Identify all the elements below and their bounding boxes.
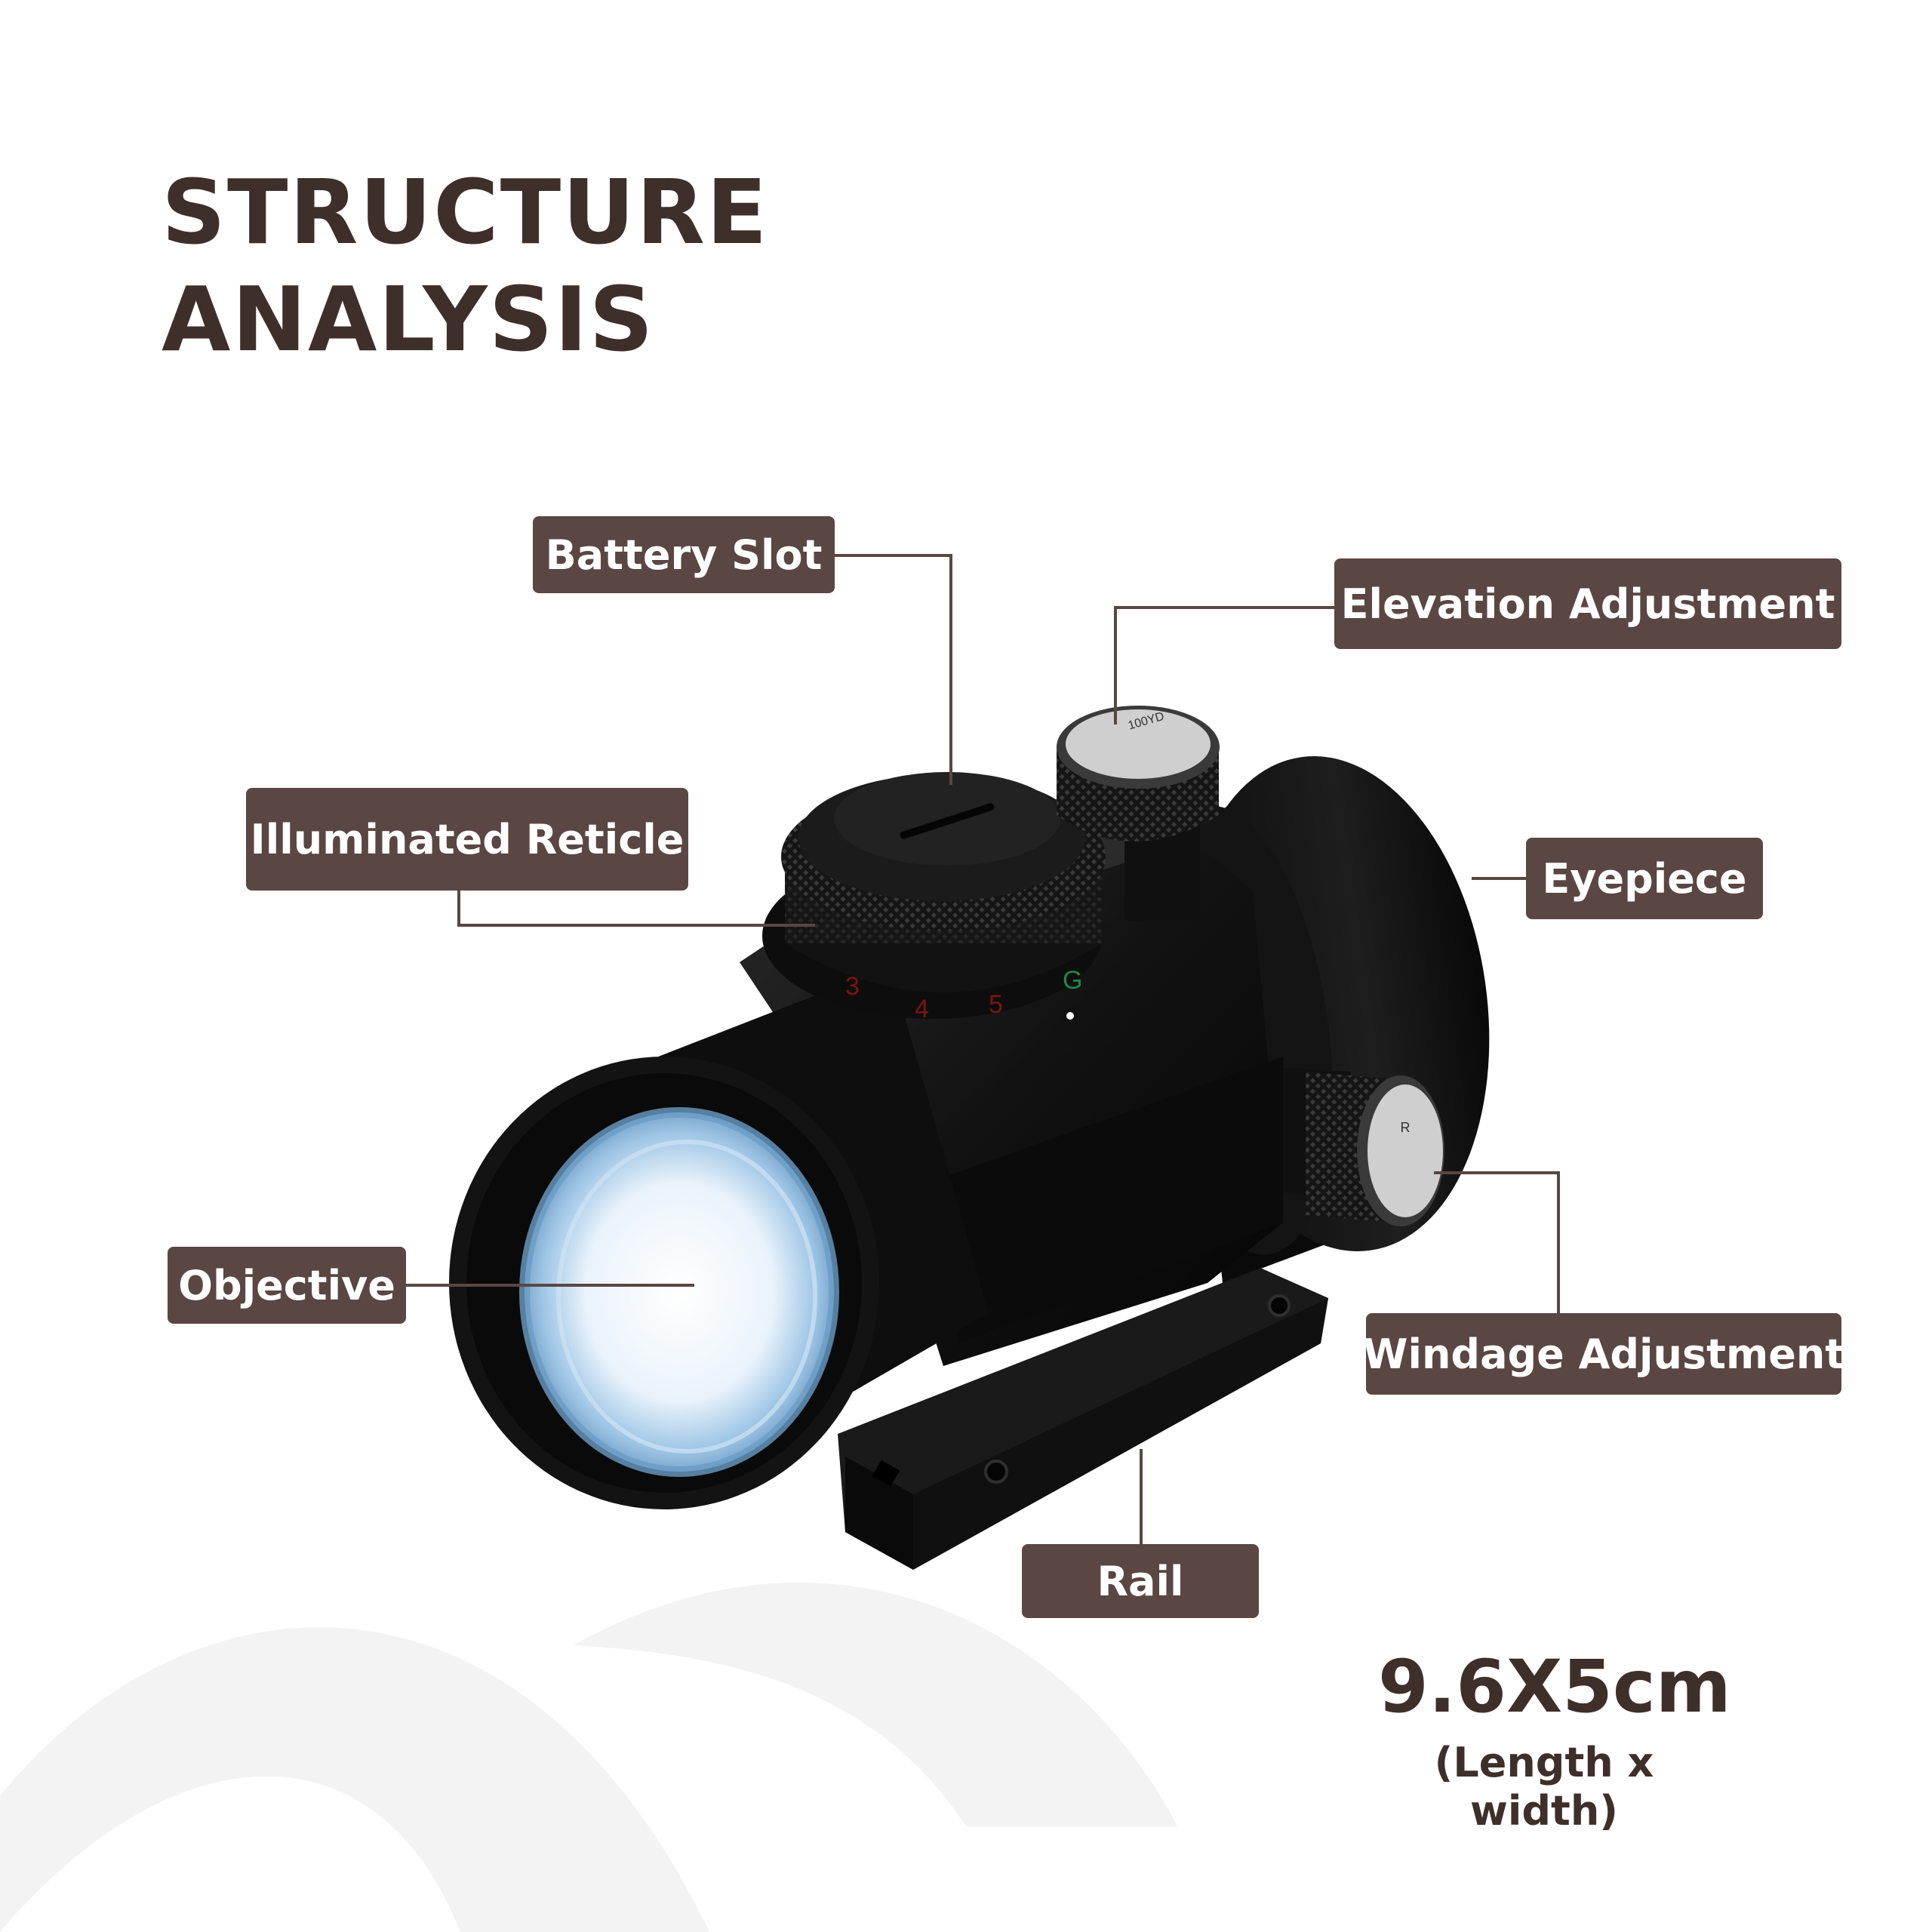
- leader-elevation-adjustment: [1114, 606, 1334, 724]
- brightness-turret: 3 4 5 G: [762, 772, 1106, 1023]
- brightness-number-4: 4: [915, 995, 929, 1023]
- white-dot-marker: [1066, 1012, 1074, 1020]
- leader-battery-slot: [835, 554, 952, 785]
- background-swirl-right: [574, 1583, 1177, 1826]
- brightness-number-3: 3: [845, 972, 860, 1001]
- title-line-1: STRUCTURE: [162, 160, 769, 264]
- rail-screw-front: [984, 1460, 1008, 1484]
- title-line-2: ANALYSIS: [162, 267, 655, 371]
- objective-lens: [525, 1112, 834, 1472]
- dimension-value: 9.6X5cm: [1378, 1644, 1731, 1729]
- label-eyepiece: Eyepiece: [1526, 838, 1763, 919]
- leader-windage-adjustment: [1434, 1171, 1560, 1313]
- label-illuminated-reticle: Illuminated Reticle: [246, 788, 688, 891]
- brightness-green-mark: G: [1063, 966, 1082, 995]
- objective-tube: [449, 966, 989, 1509]
- label-battery-slot: Battery Slot: [533, 516, 835, 593]
- leader-illuminated-reticle: [457, 891, 815, 927]
- rail-screw-back: [1268, 1294, 1291, 1317]
- windage-cap-letter: R: [1401, 1120, 1411, 1135]
- elevation-turret: 100YD: [1057, 706, 1220, 921]
- brightness-number-5: 5: [989, 990, 1003, 1019]
- background-swirl-left: [0, 1627, 709, 1932]
- battery-cap-slot: [900, 803, 995, 839]
- elevation-cap: [1066, 709, 1211, 779]
- windage-turret: R: [1283, 1068, 1444, 1226]
- label-windage-adjustment: Windage Adjustment: [1363, 1313, 1844, 1395]
- mounting-rail: [838, 1268, 1328, 1570]
- dimension-caption: (Length x width): [1434, 1739, 1654, 1835]
- label-objective: Objective: [168, 1247, 406, 1324]
- page-title: STRUCTURE ANALYSIS: [162, 158, 769, 373]
- label-rail: Rail: [1022, 1544, 1259, 1618]
- windage-cap: [1367, 1084, 1443, 1217]
- label-elevation-adjustment: Elevation Adjustment: [1334, 558, 1841, 649]
